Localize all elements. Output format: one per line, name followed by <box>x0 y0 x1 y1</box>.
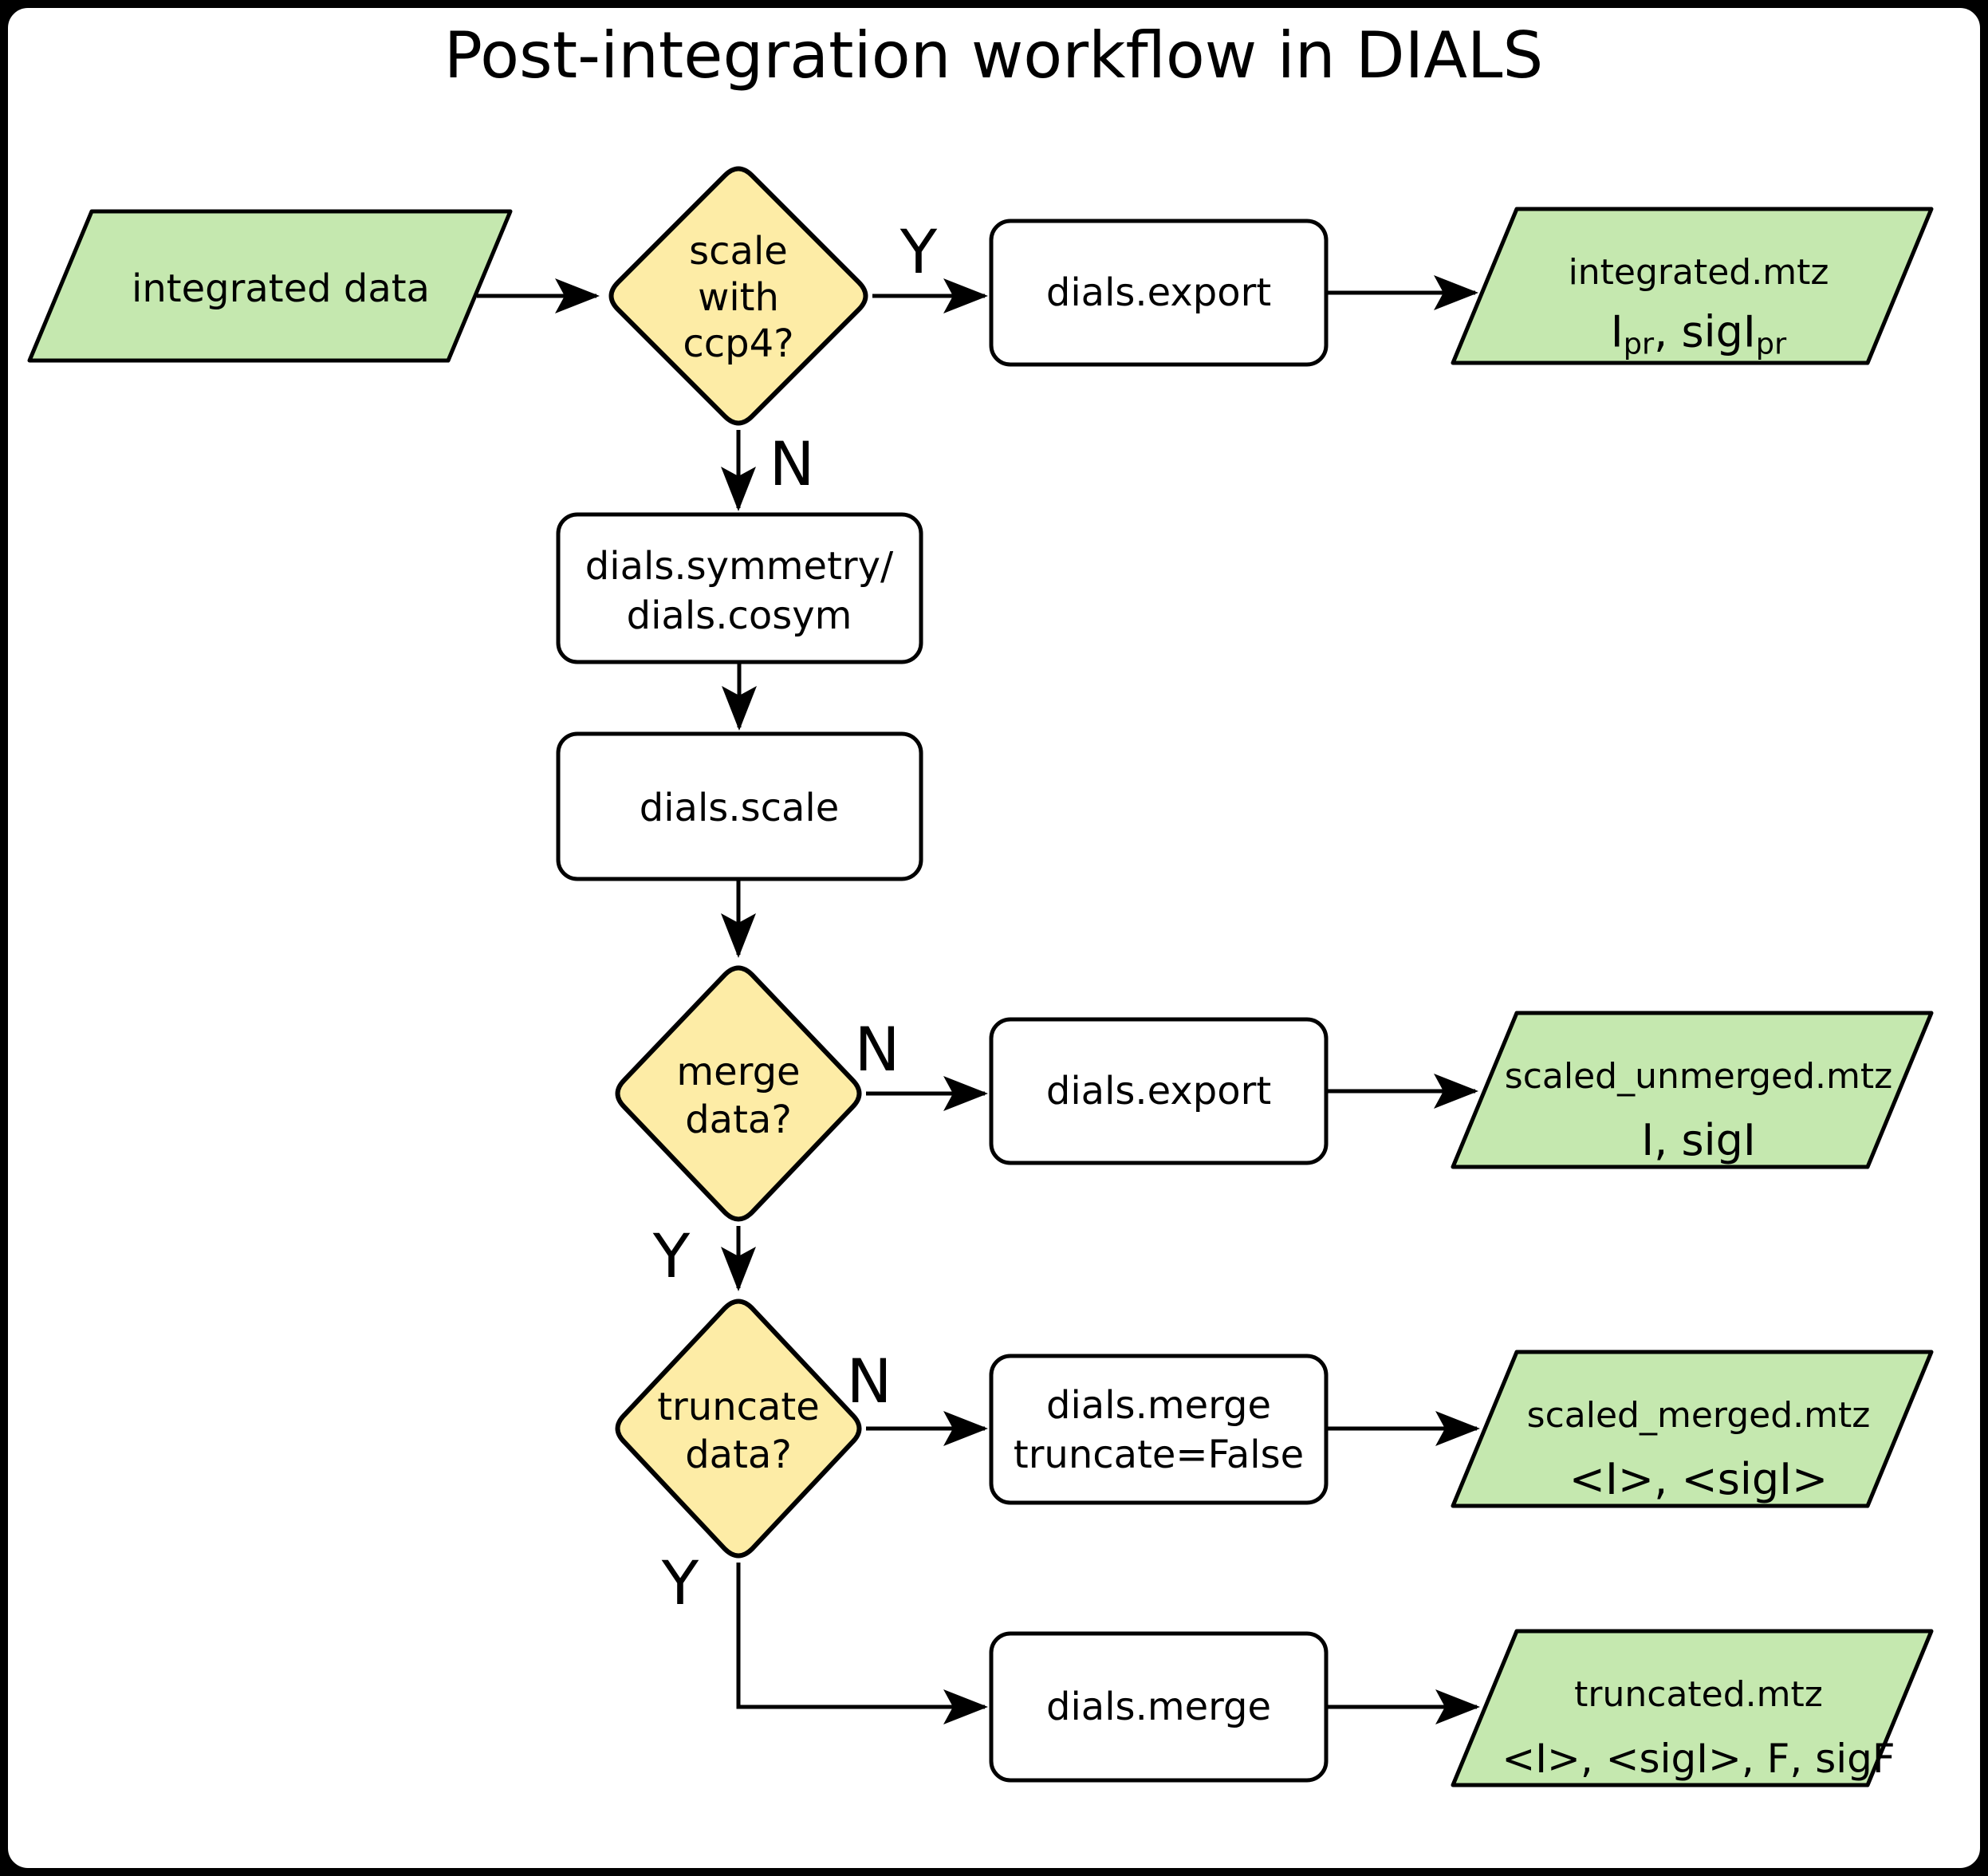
output-integrated-columns: Ipr, sigIpr <box>1611 310 1787 361</box>
columns-sub1: pr <box>1623 326 1655 361</box>
output-integrated-filename: integrated.mtz <box>1568 252 1829 293</box>
decision-truncate-line1: truncate <box>657 1385 820 1429</box>
scale-label: dials.scale <box>639 786 840 830</box>
output-truncated-parallelogram <box>1451 1629 1934 1787</box>
symmetry-line2: dials.cosym <box>626 593 852 638</box>
output-truncated-filename: truncated.mtz <box>1574 1674 1823 1715</box>
decision-ccp4-line3: ccp4? <box>683 321 794 366</box>
symmetry-line1: dials.symmetry/ <box>585 544 894 589</box>
columns-base2: , sigI <box>1654 306 1756 357</box>
output-truncated-columns: <I>, <sigI>, F, sigF <box>1502 1736 1895 1782</box>
diagram-title: Post-integration workflow in DIALS <box>443 18 1544 93</box>
output-scaled-unmerged-filename: scaled_unmerged.mtz <box>1504 1056 1893 1097</box>
decision-ccp4-diamond <box>608 166 868 426</box>
edge-label-ccp4-yes: Y <box>900 216 938 287</box>
arrow-truncate-yes-to-merge <box>736 1563 988 1724</box>
output-scaled-merged-columns: <I>, <sigI> <box>1569 1454 1829 1504</box>
decision-merge-line1: merge <box>676 1050 801 1094</box>
decision-ccp4-line2: with <box>698 275 779 320</box>
decision-ccp4-line1: scale <box>689 229 788 274</box>
columns-sub2: pr <box>1755 326 1787 361</box>
edge-label-ccp4-no: N <box>769 428 815 499</box>
merge-label: dials.merge <box>1046 1685 1271 1729</box>
output-scaled-unmerged-columns: I, sigI <box>1641 1115 1756 1165</box>
export-mid-label: dials.export <box>1045 1069 1272 1113</box>
columns-base1: I <box>1610 306 1624 357</box>
output-scaled-merged-filename: scaled_merged.mtz <box>1526 1395 1871 1436</box>
decision-truncate-diamond <box>615 1299 862 1559</box>
input-label: integrated data <box>132 266 430 311</box>
output-scaled-unmerged-parallelogram <box>1451 1011 1934 1169</box>
merge-no-truncate-box <box>989 1354 1329 1505</box>
decision-truncate-line2: data? <box>685 1433 792 1477</box>
edge-label-truncate-yes: Y <box>661 1547 699 1618</box>
diagram-border <box>3 3 1985 1873</box>
input-parallelogram <box>27 209 513 363</box>
output-integrated-parallelogram <box>1451 207 1934 365</box>
edge-label-merge-yes: Y <box>652 1220 691 1291</box>
merge-no-truncate-line2: truncate=False <box>1013 1433 1305 1477</box>
edge-label-merge-no: N <box>854 1014 900 1085</box>
merge-no-truncate-line1: dials.merge <box>1046 1383 1271 1428</box>
decision-merge-diamond <box>615 965 862 1222</box>
export-top-label: dials.export <box>1045 270 1272 315</box>
output-scaled-merged-parallelogram <box>1451 1350 1934 1508</box>
edge-label-truncate-no: N <box>846 1346 892 1417</box>
decision-merge-line2: data? <box>685 1098 792 1142</box>
